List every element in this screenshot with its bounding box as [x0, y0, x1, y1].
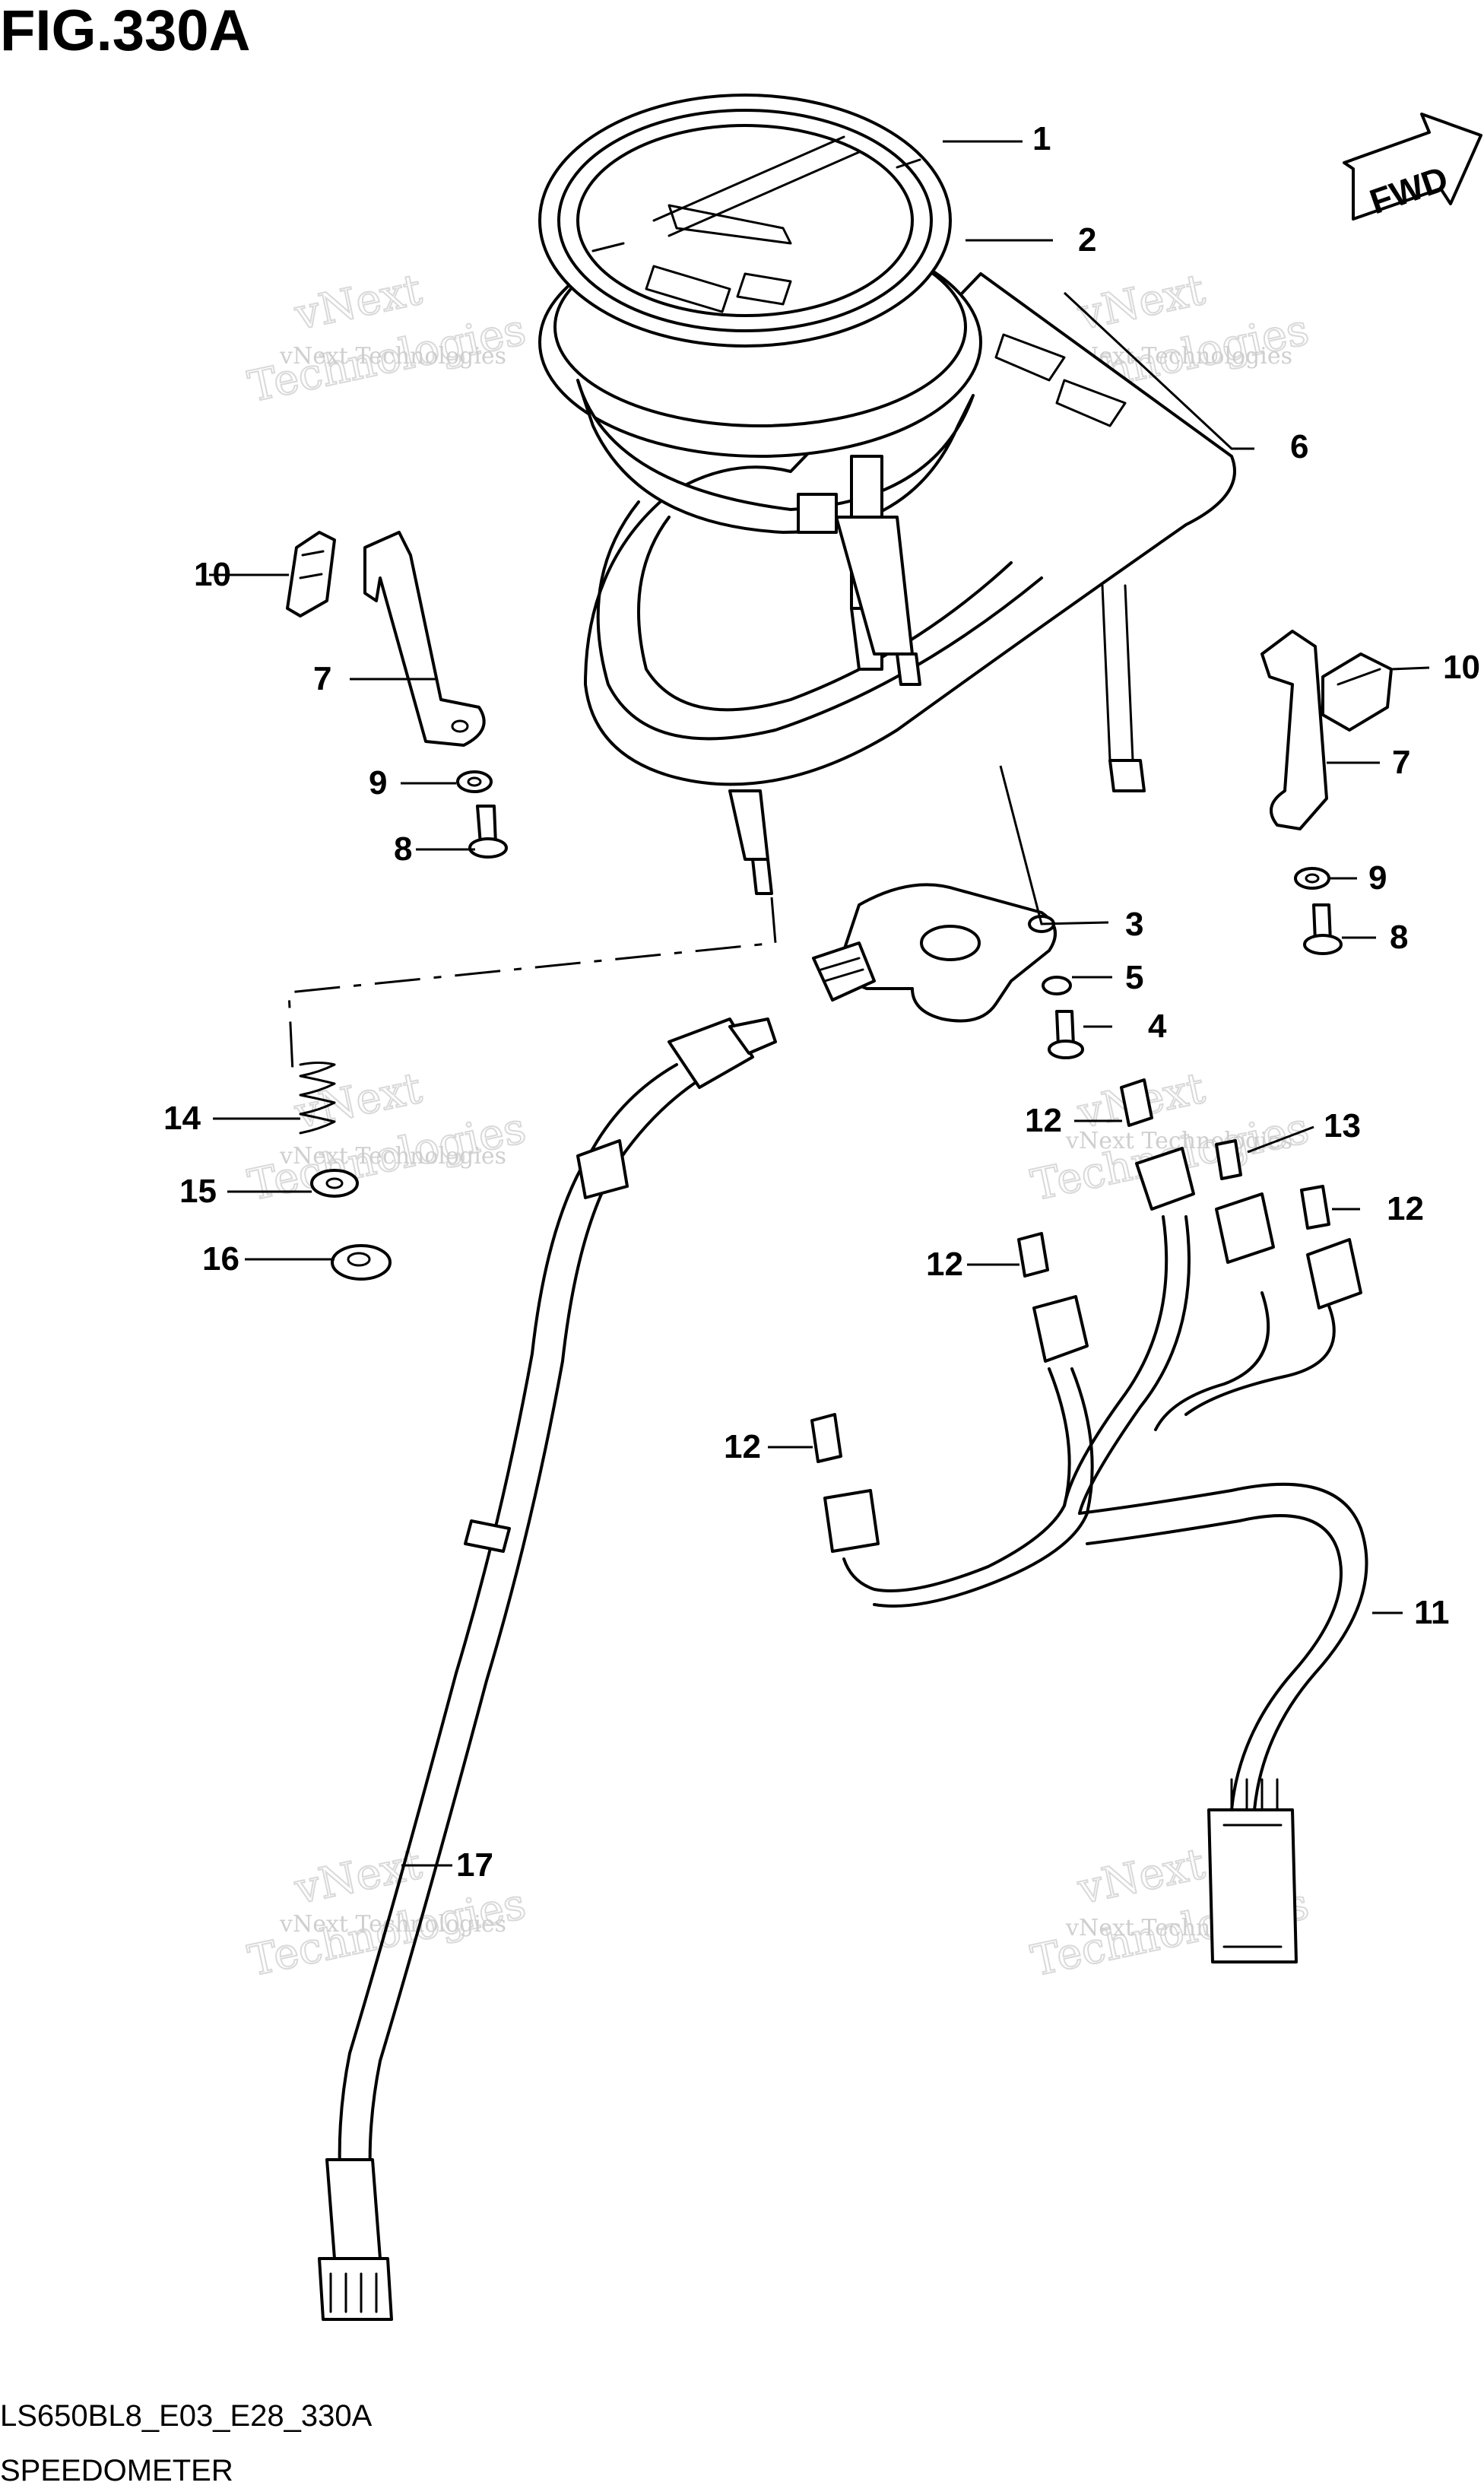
part-12-bulb: [1017, 1232, 1049, 1278]
watermark-text: vNext Technologies: [279, 343, 506, 370]
part-16-grommet: [331, 1244, 392, 1281]
footer-code: LS650BL8_E03_E28_330A: [0, 2399, 373, 2433]
callout-14: 14: [163, 1100, 201, 1137]
part-1-speedometer-gauge: [538, 94, 952, 348]
callout-12: 12: [926, 1246, 963, 1283]
callout-10-left: 10: [194, 556, 231, 593]
callout-12: 12: [724, 1428, 761, 1465]
callout-1: 1: [1032, 120, 1051, 157]
part-12-bulb: [1120, 1078, 1153, 1127]
part-10-clamp-left: [286, 531, 336, 617]
part-3-sensor: [812, 883, 1057, 1023]
callout-5: 5: [1125, 959, 1143, 996]
part-6-meter-cover: [584, 272, 1236, 792]
part-15-washer: [310, 1169, 359, 1198]
meter-stems: [728, 516, 921, 895]
part-7-bracket-left: [363, 531, 486, 747]
callout-9-right: 9: [1368, 859, 1387, 897]
part-9-washer-right: [1294, 867, 1330, 890]
bulb-sockets: [823, 1147, 1362, 1553]
callout-8-left: 8: [394, 830, 412, 868]
fwd-arrow-icon: FWD: [1343, 113, 1482, 221]
part-17-speedometer-cable: [318, 1017, 777, 2321]
callout-10-right: 10: [1443, 649, 1480, 686]
callout-3: 3: [1125, 906, 1143, 943]
part-7-bracket-right: [1260, 630, 1328, 830]
callout-13: 13: [1324, 1107, 1361, 1144]
leader-lines: [209, 140, 1430, 1867]
callout-11: 11: [1414, 1594, 1450, 1631]
part-9-washer-left: [456, 770, 493, 793]
callout-12: 12: [1387, 1190, 1424, 1227]
part-12-bulb: [1300, 1185, 1330, 1230]
part-13-bulb: [1215, 1139, 1242, 1180]
callout-15: 15: [179, 1173, 217, 1210]
callout-12: 12: [1025, 1102, 1062, 1139]
part-10-clamp-right: [1321, 652, 1393, 732]
part-4-screw: [1048, 1010, 1084, 1059]
callout-7-left: 7: [313, 660, 331, 697]
callouts: 1 2 3 4 5 6 7 7 8 8 9 9 10 10 11 12 12 1…: [163, 120, 1480, 1884]
callout-17: 17: [456, 1846, 493, 1884]
callout-6: 6: [1290, 428, 1308, 465]
part-14-spring: [299, 1062, 336, 1135]
part-8-screw-left: [468, 805, 508, 859]
part-5-washer: [1042, 976, 1072, 995]
figure-title: FIG.330A: [0, 0, 250, 63]
part-8-screw-right: [1303, 903, 1343, 955]
watermark-text: vNext Technologies: [279, 1143, 506, 1170]
callout-9-left: 9: [369, 764, 387, 802]
callout-4: 4: [1148, 1008, 1167, 1045]
watermark-text: vNext Technologies: [279, 1911, 506, 1938]
part-12-bulb: [810, 1413, 842, 1463]
callout-16: 16: [202, 1240, 239, 1278]
footer-name: SPEEDOMETER: [0, 2454, 233, 2487]
callout-7-right: 7: [1392, 744, 1410, 781]
callout-8-right: 8: [1390, 919, 1408, 956]
callout-2: 2: [1078, 221, 1096, 259]
assembly-guide-line: [287, 897, 777, 1073]
part-11-wiring-harness: [842, 1215, 1368, 1963]
